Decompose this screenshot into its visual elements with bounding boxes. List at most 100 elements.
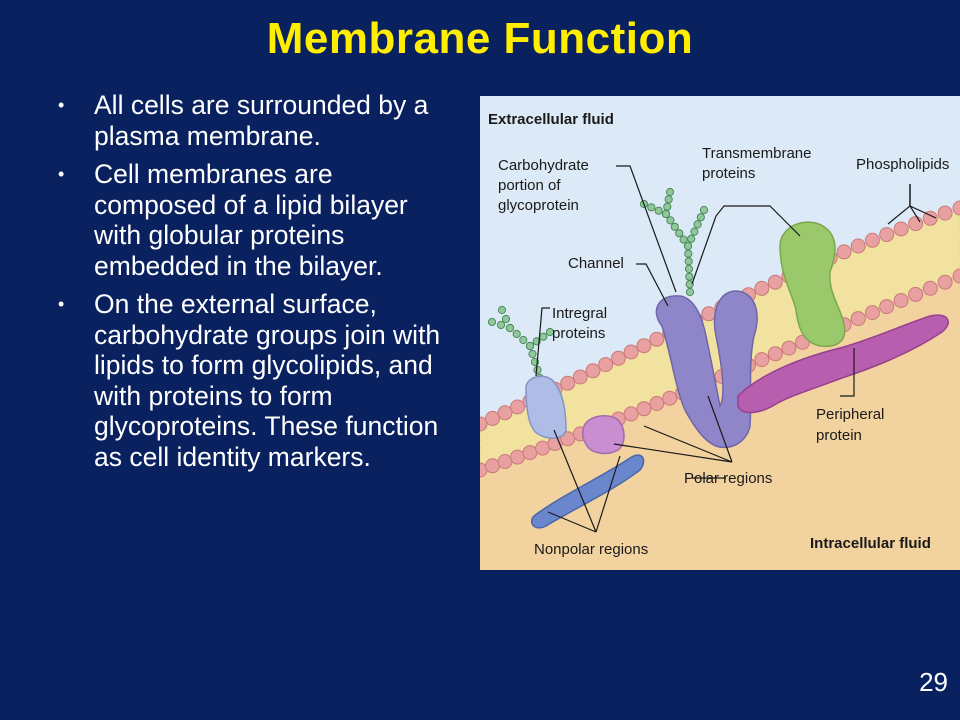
label-transmembrane-proteins: Transmembrane [702,145,811,162]
phospholipid-head [623,406,639,422]
nonpolar-protein [530,454,645,529]
carbohydrate-bead [525,341,535,351]
carbohydrate-bead [496,320,506,330]
phospholipid-head [864,232,880,248]
label-peripheral-protein: Peripheral [816,406,884,423]
phospholipid-head [510,449,525,465]
carbohydrate-bead [684,249,693,258]
phospholipid-head [636,401,652,417]
phospholipid-head [662,390,678,406]
phospholipid-head [879,299,895,315]
phospholipid-head [767,346,783,362]
carbohydrate-bead [528,349,537,359]
phospholipid-head [623,344,639,360]
phospholipid-head [781,340,797,356]
phospholipid-head [649,396,665,411]
phospholipid-head [754,280,770,296]
phospholipid-head [636,338,652,354]
membrane-diagram: Extracellular fluid Carbohydrate portion… [480,96,960,570]
channel-protein [655,290,758,449]
carbohydrate-bead [685,272,694,281]
transmembrane-protein [779,221,846,348]
phospholipid-head [767,274,783,290]
phospholipid-head [893,293,909,308]
page-number: 29 [919,667,948,697]
carbohydrate-bead [683,241,693,251]
label-integral-proteins: proteins [552,325,605,342]
phospholipid-head [497,454,513,469]
carbohydrate-bead [505,323,515,333]
carbohydrate-chain [639,187,709,297]
phospholipid-head [922,280,938,296]
phospholipid-head [893,221,909,237]
label-extracellular-fluid: Extracellular fluid [488,111,614,128]
phospholipid-head [908,286,924,302]
phospholipid-head [850,238,866,254]
label-channel: Channel [568,255,624,272]
label-carbohydrate: glycoprotein [498,197,579,214]
label-phospholipids: Phospholipids [856,156,949,173]
carbohydrate-bead [684,257,693,266]
integral-protein [525,375,567,439]
phospholipid-head [560,375,576,391]
phospholipid-head [952,268,960,284]
phospholipid-head [522,445,538,461]
label-carbohydrate: portion of [498,177,561,194]
membrane-diagram-svg: Extracellular fluid Carbohydrate portion… [480,96,960,570]
carbohydrate-bead [654,206,663,215]
phospholipid-head [497,405,513,421]
bullet-item: On the external surface, carbohydrate gr… [58,289,458,472]
carbohydrate-bead [647,203,656,212]
phospholipid-head [480,416,488,432]
carbohydrate-bead [487,317,497,327]
carbohydrate-bead [685,287,695,297]
phospholipid-head [850,311,866,327]
carbohydrate-bead [699,205,709,215]
carbohydrate-bead [501,314,511,324]
extracellular-region [480,96,960,422]
label-transmembrane-proteins: proteins [702,165,755,182]
phospholipid-head [485,458,500,474]
carbohydrate-bead [533,365,542,375]
carbohydrate-bead [497,305,507,315]
bullet-list: All cells are surrounded by a plasma mem… [58,90,458,480]
carbohydrate-bead [661,209,671,219]
label-peripheral-protein: protein [816,427,862,444]
integral-protein-small [581,414,625,455]
phospholipid-head [937,205,953,221]
carbohydrate-bead [670,222,679,231]
carbohydrate-bead [696,213,705,222]
phospholipid-head [937,274,953,290]
phospholipid-head [952,200,960,216]
bullet-item: All cells are surrounded by a plasma mem… [58,90,458,151]
label-integral-proteins: Intregral [552,305,607,322]
peripheral-protein [737,314,949,414]
phospholipid-head [610,350,626,366]
label-carbohydrate: Carbohydrate [498,157,589,174]
carbohydrate-bead [684,264,694,274]
label-polar-regions: Polar regions [684,470,772,487]
phospholipid-head [585,363,601,379]
phospholipid-head [572,369,588,385]
label-nonpolar-regions: Nonpolar regions [534,541,648,558]
carbohydrate-bead [687,234,696,243]
phospholipid-head [598,357,614,373]
carbohydrate-bead [690,227,699,236]
label-intracellular-fluid: Intracellular fluid [810,535,931,552]
phospholipid-head [879,227,895,243]
carbohydrate-bead [663,202,672,211]
leader-lines [535,165,937,533]
phospholipid-head [908,216,924,232]
phospholipid-head [510,399,525,415]
phospholipid-head [754,352,770,368]
carbohydrate-bead [519,335,528,345]
carbohydrate-bead [675,229,684,238]
phospholipid-head [649,331,665,347]
phospholipid-head [485,410,500,426]
phospholipid-head [535,440,551,456]
carbohydrate-bead [545,327,555,337]
carbohydrate-bead [679,235,688,244]
carbohydrate-bead [693,220,702,229]
slide-title: Membrane Function [266,14,694,63]
phospholipid-head [922,210,938,226]
